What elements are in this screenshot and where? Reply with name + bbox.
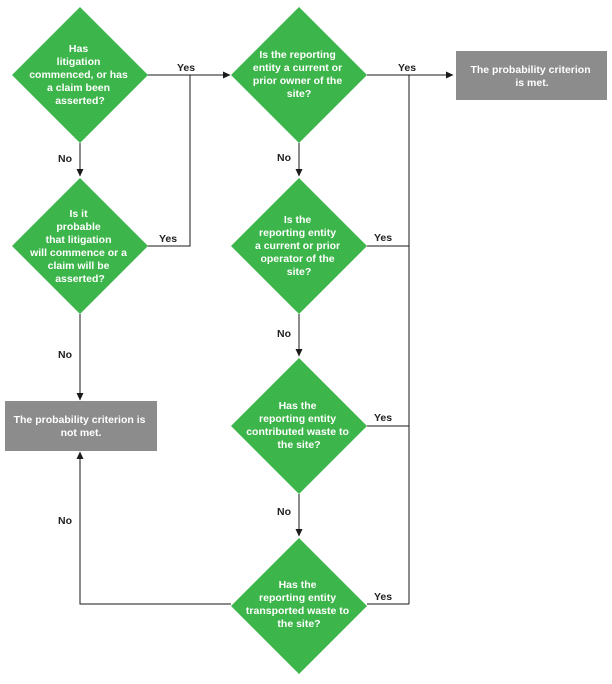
- edge-label-yes: Yes: [177, 62, 195, 74]
- decision-d2: Is it probable that litigation will comm…: [12, 178, 148, 314]
- decision-line: contributed waste to: [246, 426, 349, 438]
- outcome-met: The probability criterion is met.: [456, 51, 607, 100]
- decision-text: Is it probable that litigation will comm…: [29, 208, 130, 285]
- decision-line: a claim been: [47, 82, 110, 94]
- outcome-not-met: The probability criterion is not met.: [5, 401, 157, 451]
- edge-label-yes: Yes: [374, 232, 392, 244]
- decision-diamond: [12, 178, 148, 314]
- decision-line: claim will be: [48, 260, 110, 272]
- edge-label-no: No: [277, 328, 291, 340]
- decision-line: entity a current or: [253, 62, 342, 74]
- decision-line: Has the: [279, 579, 317, 591]
- decision-line: will commence or a: [29, 247, 127, 259]
- decision-line: operator of the: [260, 253, 334, 265]
- outcome-text: The probability criterion is not met.: [14, 414, 149, 439]
- decision-d4: Is the reporting entity a current or pri…: [231, 178, 367, 314]
- decision-line: asserted?: [55, 95, 105, 107]
- outcome-line: The probability criterion is: [14, 414, 146, 426]
- decision-text: Has the reporting entity transported was…: [246, 579, 352, 630]
- outcome-line: not met.: [61, 427, 102, 439]
- outcome-box: [5, 401, 157, 451]
- decision-d1: Has litigation commenced, or has a claim…: [12, 7, 148, 143]
- decision-line: a current or prior: [255, 240, 340, 252]
- decision-line: the site?: [277, 618, 320, 630]
- decision-line: asserted?: [55, 273, 105, 285]
- decision-line: reporting entity: [259, 413, 336, 425]
- outcome-line: is met.: [515, 77, 548, 89]
- decision-line: reporting entity: [259, 227, 336, 239]
- edge-label-yes: Yes: [159, 233, 177, 245]
- edge-label-no: No: [58, 349, 72, 361]
- decision-text: Has litigation commenced, or has a claim…: [29, 43, 131, 107]
- decision-text: Has the reporting entity contributed was…: [246, 400, 352, 451]
- decision-line: the site?: [277, 439, 320, 451]
- decision-line: transported waste to: [246, 605, 349, 617]
- decision-nodes: Has litigation commenced, or has a claim…: [12, 7, 367, 674]
- decision-diamond: [12, 7, 148, 143]
- decision-line: Is the reporting: [259, 49, 335, 61]
- outcome-line: The probability criterion: [470, 64, 590, 76]
- decision-d6: Has the reporting entity transported was…: [231, 538, 367, 674]
- outcome-box: [456, 51, 607, 100]
- decision-text: Is the reporting entity a current or pri…: [253, 49, 345, 100]
- connectors: [76, 71, 454, 605]
- edge-labels: Yes Yes Yes Yes Yes Yes No No No No No N…: [58, 62, 416, 603]
- decision-line: Has: [69, 43, 88, 55]
- decision-diamond: [231, 358, 367, 494]
- edge-label-no: No: [277, 506, 291, 518]
- decision-line: site?: [287, 88, 312, 100]
- decision-d5: Has the reporting entity contributed was…: [231, 358, 367, 494]
- decision-d3: Is the reporting entity a current or pri…: [231, 7, 367, 143]
- decision-line: prior owner of the: [253, 75, 342, 87]
- decision-line: Has the: [279, 400, 317, 412]
- edge-label-yes: Yes: [374, 412, 392, 424]
- edge-label-yes: Yes: [374, 591, 392, 603]
- decision-line: litigation: [57, 56, 101, 68]
- decision-text: Is the reporting entity a current or pri…: [255, 214, 343, 278]
- decision-diamond: [231, 538, 367, 674]
- decision-line: that litigation: [46, 234, 112, 246]
- edge-d2-yes: [147, 75, 191, 247]
- decision-line: Is it: [69, 208, 88, 220]
- edge-label-no: No: [277, 152, 291, 164]
- decision-diamond: [231, 7, 367, 143]
- decision-line: probable: [56, 221, 100, 233]
- decision-diamond: [231, 178, 367, 314]
- edge-label-no: No: [58, 153, 72, 165]
- decision-line: reporting entity: [259, 592, 336, 604]
- decision-line: site?: [287, 266, 312, 278]
- decision-line: commenced, or has: [29, 69, 128, 81]
- edge-label-yes: Yes: [398, 62, 416, 74]
- edge-d6-no: [76, 451, 231, 605]
- decision-line: Is the: [284, 214, 312, 226]
- edge-label-no: No: [58, 515, 72, 527]
- outcome-text: The probability criterion is met.: [470, 64, 593, 89]
